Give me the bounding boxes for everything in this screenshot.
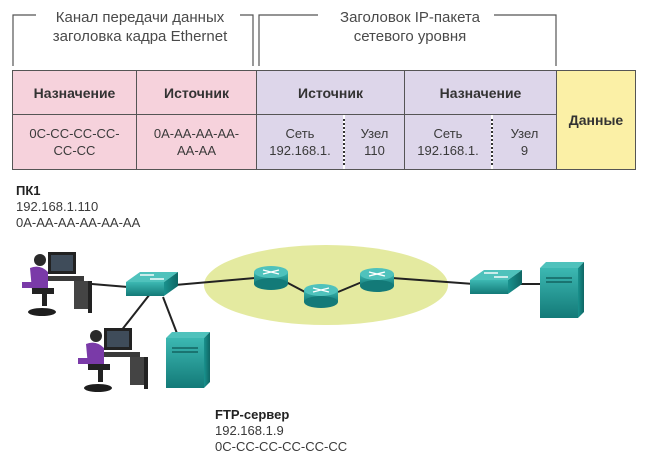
router-icon bbox=[304, 284, 338, 308]
data-field: Данные bbox=[557, 71, 635, 169]
pc1-info: ПК1 192.168.1.110 0A-AA-AA-AA-AA-AA bbox=[16, 183, 140, 231]
pc1-name: ПК1 bbox=[16, 183, 41, 198]
ip-src-separator bbox=[343, 119, 345, 165]
ip-bracket bbox=[258, 14, 557, 66]
ip-header-label: Заголовок IP-пакета сетевого уровня bbox=[318, 8, 502, 46]
mac-src-header: Источник bbox=[137, 71, 257, 115]
switch-icon bbox=[470, 270, 522, 294]
ethernet-label-line1: Канал передачи данных bbox=[55, 9, 225, 26]
ip-src-header: Источник bbox=[257, 71, 405, 115]
ip-label-line1: Заголовок IP-пакета bbox=[340, 9, 480, 26]
ip-label-line2: сетевого уровня bbox=[353, 28, 467, 45]
ethernet-label-line2: заголовка кадра Ethernet bbox=[52, 28, 228, 45]
ftp-info: FTP-сервер 192.168.1.9 0C-CC-CC-CC-CC-CC bbox=[215, 407, 347, 455]
pc-user-icon bbox=[22, 252, 92, 316]
ip-dest-net: Сеть 192.168.1. bbox=[405, 115, 491, 169]
mac-src-value: 0A-AA-AA-AA- AA-AA bbox=[137, 115, 257, 169]
frame-diagram: Назначение 0C-CC-CC-CC- CC-CC Источник 0… bbox=[12, 70, 636, 170]
switch-icon bbox=[126, 272, 178, 296]
ethernet-bracket bbox=[12, 14, 254, 66]
ip-dest-header: Назначение bbox=[405, 71, 557, 115]
ip-src-host: Узел 110 bbox=[345, 115, 405, 169]
ftp-name: FTP-сервер bbox=[215, 407, 290, 422]
server-icon bbox=[540, 262, 584, 318]
router-icon bbox=[360, 268, 394, 292]
pc1-mac: 0A-AA-AA-AA-AA-AA bbox=[16, 215, 141, 230]
ip-src-net: Сеть 192.168.1. bbox=[257, 115, 343, 169]
ftp-ip: 192.168.1.9 bbox=[215, 423, 284, 438]
ip-dest-host: Узел 9 bbox=[493, 115, 557, 169]
ftp-mac: 0C-CC-CC-CC-CC-CC bbox=[215, 439, 348, 454]
router-icon bbox=[254, 266, 288, 290]
mac-dest-header: Назначение bbox=[13, 71, 137, 115]
ethernet-header-label: Канал передачи данных заголовка кадра Et… bbox=[36, 8, 244, 46]
server-icon bbox=[166, 332, 210, 388]
ip-dest-separator bbox=[491, 119, 493, 165]
pc-user-icon bbox=[78, 328, 148, 392]
mac-dest-value: 0C-CC-CC-CC- CC-CC bbox=[13, 115, 137, 169]
pc1-ip: 192.168.1.110 bbox=[16, 199, 99, 214]
